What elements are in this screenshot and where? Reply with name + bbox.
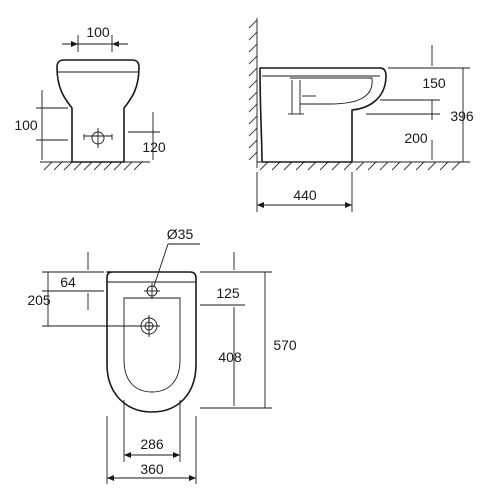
dim-plan-offset-small: 64 xyxy=(60,274,76,290)
dim-side-mid: 200 xyxy=(404,130,428,146)
side-tap-fitting xyxy=(288,80,316,115)
dim-side-depth: 440 xyxy=(293,187,317,203)
side-body-outline xyxy=(259,67,387,163)
dim-plan-total-length: 570 xyxy=(273,337,297,353)
front-view: 100 100 120 xyxy=(14,24,166,171)
side-floor-hatch xyxy=(259,161,461,171)
dim-front-height-left: 100 xyxy=(14,117,38,133)
plan-body-outline xyxy=(106,271,197,413)
dim-plan-offset-large: 205 xyxy=(27,292,51,308)
side-view: 150 396 200 440 xyxy=(248,18,474,212)
dim-side-top: 150 xyxy=(422,75,446,91)
dim-plan-outer-width: 360 xyxy=(140,461,164,477)
plan-drain xyxy=(138,315,160,337)
front-body-outline xyxy=(56,59,140,163)
front-floor-hatch xyxy=(43,161,143,171)
side-wall-hatch xyxy=(248,19,258,161)
plan-bowl-inner xyxy=(123,297,181,393)
plan-view: Ø35 64 205 125 408 570 286 360 xyxy=(27,226,297,484)
dim-front-height-right: 120 xyxy=(142,139,166,155)
dim-front-width-top: 100 xyxy=(86,24,110,40)
dim-plan-inner-width: 286 xyxy=(140,436,164,452)
dim-side-total-height: 396 xyxy=(450,108,474,124)
dim-plan-hole-diameter: Ø35 xyxy=(167,226,194,242)
dim-plan-right-top: 125 xyxy=(216,285,240,301)
dim-plan-right-mid: 408 xyxy=(218,349,242,365)
side-bowl-inner xyxy=(290,77,373,105)
front-tap-fitting xyxy=(83,128,113,148)
plan-tap-hole xyxy=(144,283,160,299)
